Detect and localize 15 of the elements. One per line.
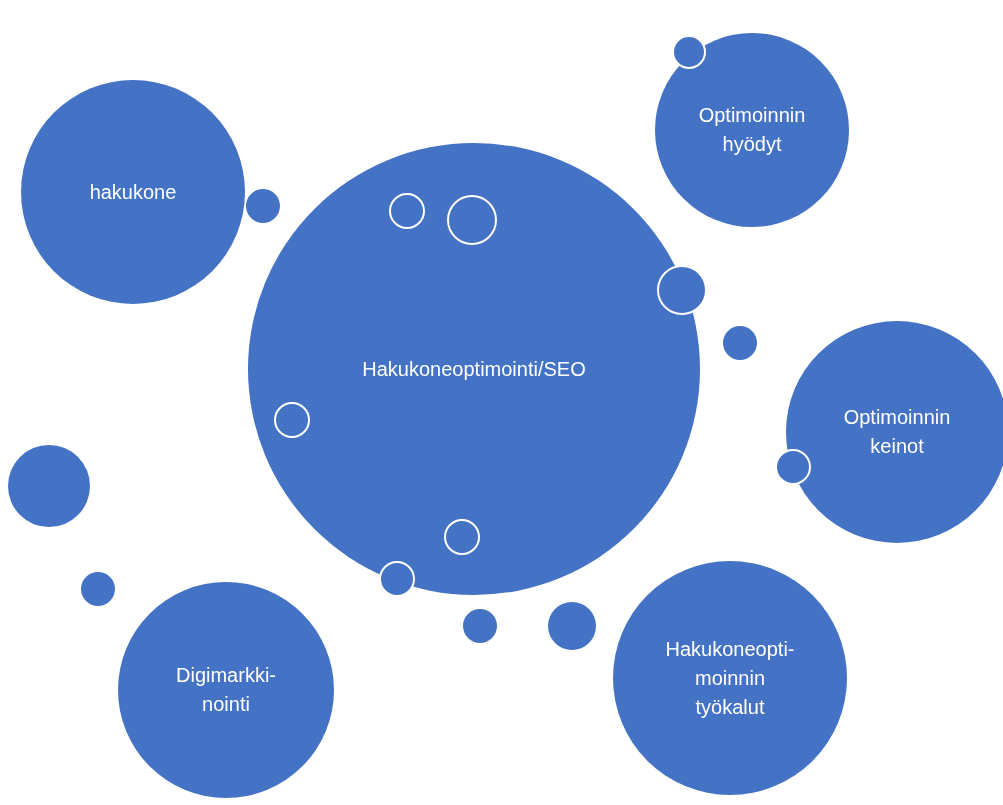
bubble xyxy=(548,602,596,650)
ring-bubble xyxy=(775,449,811,485)
bubble xyxy=(81,572,115,606)
ring-bubble xyxy=(444,519,480,555)
ring-bubble xyxy=(389,193,425,229)
bubble-label: Digimarkki-nointi xyxy=(175,663,277,717)
bubble xyxy=(723,326,757,360)
bubble-label: Hakukoneoptimointi/SEO xyxy=(362,356,586,382)
bubble-label: hakukone xyxy=(89,179,177,205)
bubble-label: Optimoinnin hyödyt xyxy=(697,103,807,157)
bubble-label: Hakukoneopti-moinnin työkalut xyxy=(665,636,795,720)
bubble-label: Optimoinnin keinot xyxy=(842,405,952,459)
bubble xyxy=(463,609,497,643)
ring-bubble xyxy=(274,402,310,438)
ring-bubble xyxy=(447,195,497,245)
